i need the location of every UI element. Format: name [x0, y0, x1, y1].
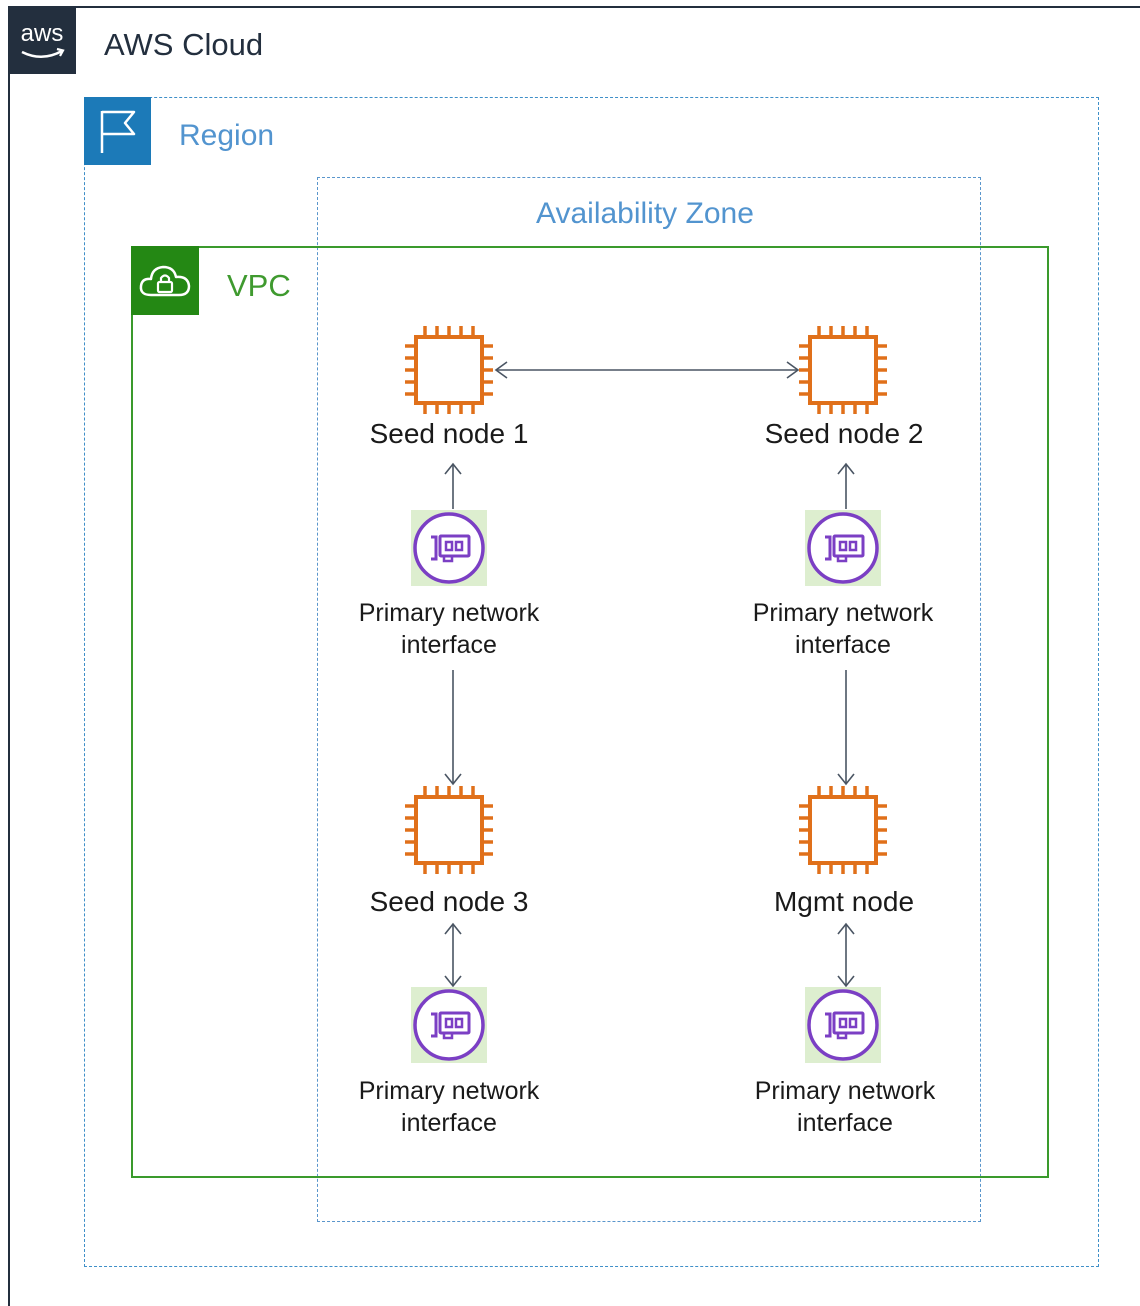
mgmt-node-label: Mgmt node: [773, 886, 915, 917]
seed-node-3-label: Seed node 3: [369, 886, 529, 917]
seed-node-1-label: Seed node 1: [369, 418, 529, 449]
aws-cloud-group: [8, 6, 1140, 1306]
eni-label-line1: Primary network: [358, 599, 540, 627]
aws-logo-text: aws: [21, 20, 64, 47]
region-title: Region: [179, 119, 275, 152]
network-interface-icon: [409, 508, 489, 588]
ec2-instance-icon: [797, 784, 889, 876]
availability-zone-title: Availability Zone: [536, 197, 754, 230]
eni-label-line2: interface: [795, 631, 891, 659]
ec2-instance-icon: [403, 784, 495, 876]
region-flag-icon: [84, 97, 151, 165]
network-interface-label: Primary network interface: [713, 597, 973, 661]
aws-logo-icon: aws: [8, 8, 76, 74]
eni-label-line2: interface: [797, 1109, 893, 1137]
region-group: [84, 97, 1099, 1267]
eni-label-line1: Primary network: [754, 1077, 936, 1105]
vpc-cloud-lock-icon: [131, 246, 199, 315]
seed-node-2-label: Seed node 2: [764, 418, 924, 449]
ec2-instance-icon: [797, 324, 889, 416]
eni-label-line1: Primary network: [752, 599, 934, 627]
aws-cloud-title: AWS Cloud: [104, 27, 264, 62]
network-interface-label: Primary network interface: [319, 597, 579, 661]
eni-label-line2: interface: [401, 1109, 497, 1137]
vpc-title: VPC: [227, 268, 291, 303]
network-interface-icon: [409, 985, 489, 1065]
eni-label-line1: Primary network: [358, 1077, 540, 1105]
network-interface-icon: [803, 508, 883, 588]
network-interface-icon: [803, 985, 883, 1065]
ec2-instance-icon: [403, 324, 495, 416]
eni-label-line2: interface: [401, 631, 497, 659]
vpc-group: [131, 246, 1049, 1178]
network-interface-label: Primary network interface: [319, 1075, 579, 1139]
network-interface-label: Primary network interface: [715, 1075, 975, 1139]
availability-zone-group: [317, 177, 981, 1222]
